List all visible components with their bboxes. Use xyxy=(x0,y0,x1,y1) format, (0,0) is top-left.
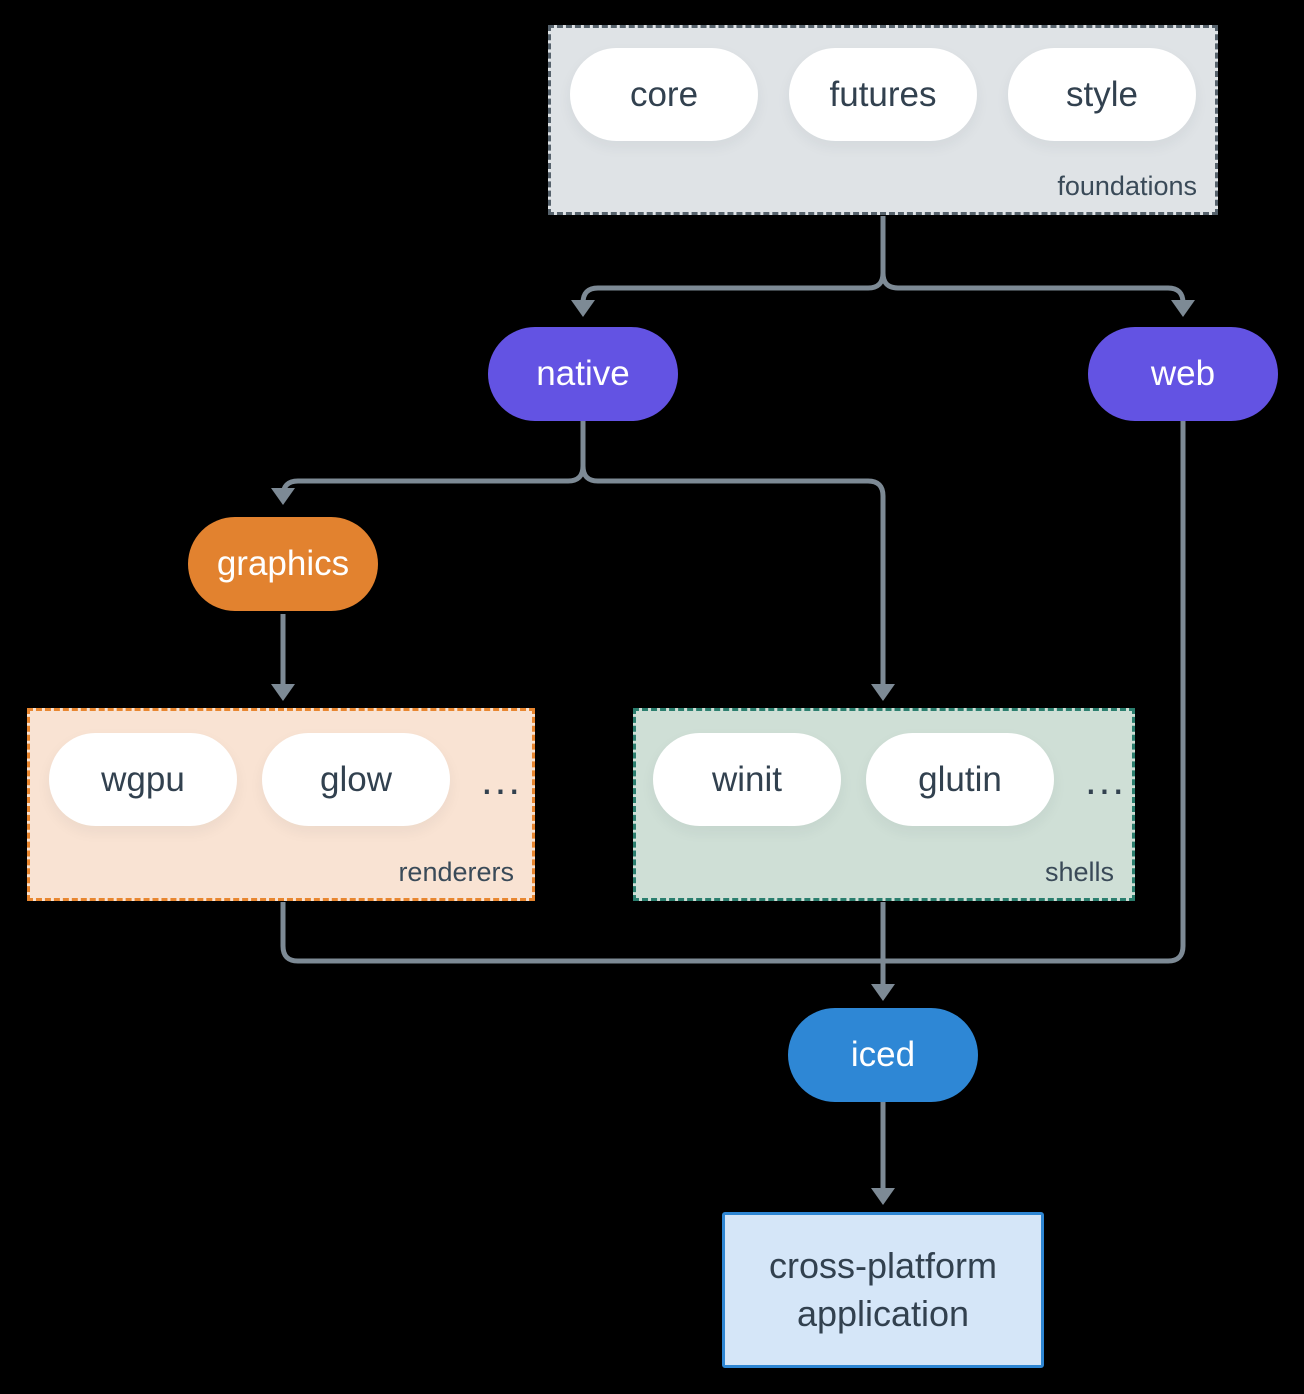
crate-pill-core: core xyxy=(570,48,758,141)
arrowhead-renderers xyxy=(271,684,295,701)
shells-ellipsis: ... xyxy=(1085,755,1127,803)
arrowhead-iced xyxy=(871,984,895,1001)
arrowhead-shells xyxy=(871,684,895,701)
foundations-pill-row: core futures style xyxy=(570,48,1196,141)
shells-group-label: shells xyxy=(1044,857,1114,887)
renderers-group-box: wgpu glow ... renderers xyxy=(27,708,535,901)
crate-pill-futures: futures xyxy=(789,48,977,141)
cross-platform-application-box: cross-platform application xyxy=(722,1212,1044,1368)
crate-pill-wgpu: wgpu xyxy=(49,733,237,826)
arrowhead-web xyxy=(1171,300,1195,317)
renderers-pill-row: wgpu glow ... xyxy=(49,733,522,826)
shells-group-box: winit glutin ... shells xyxy=(633,708,1135,901)
edge-native-graphics xyxy=(280,421,586,497)
node-native: native xyxy=(488,327,678,421)
shells-pill-row: winit glutin ... xyxy=(653,733,1126,826)
crate-pill-glow: glow xyxy=(262,733,450,826)
arrowhead-application xyxy=(871,1188,895,1205)
node-web: web xyxy=(1088,327,1278,421)
crate-pill-glutin: glutin xyxy=(866,733,1054,826)
node-iced: iced xyxy=(788,1008,978,1102)
edge-renderers-iced xyxy=(280,902,883,964)
renderers-ellipsis: ... xyxy=(481,755,523,803)
foundations-group-label: foundations xyxy=(1057,171,1197,201)
edge-native-shells xyxy=(580,421,886,686)
arrowhead-graphics xyxy=(271,488,295,505)
arrowhead-native xyxy=(571,300,595,317)
edge-web-iced xyxy=(883,421,1186,964)
crate-pill-style: style xyxy=(1008,48,1196,141)
crate-pill-winit: winit xyxy=(653,733,841,826)
renderers-group-label: renderers xyxy=(398,857,514,887)
edge-foundations-native xyxy=(580,216,886,304)
foundations-group-box: core futures style foundations xyxy=(548,25,1218,215)
node-graphics: graphics xyxy=(188,517,378,611)
edge-foundations-web xyxy=(880,216,1186,304)
